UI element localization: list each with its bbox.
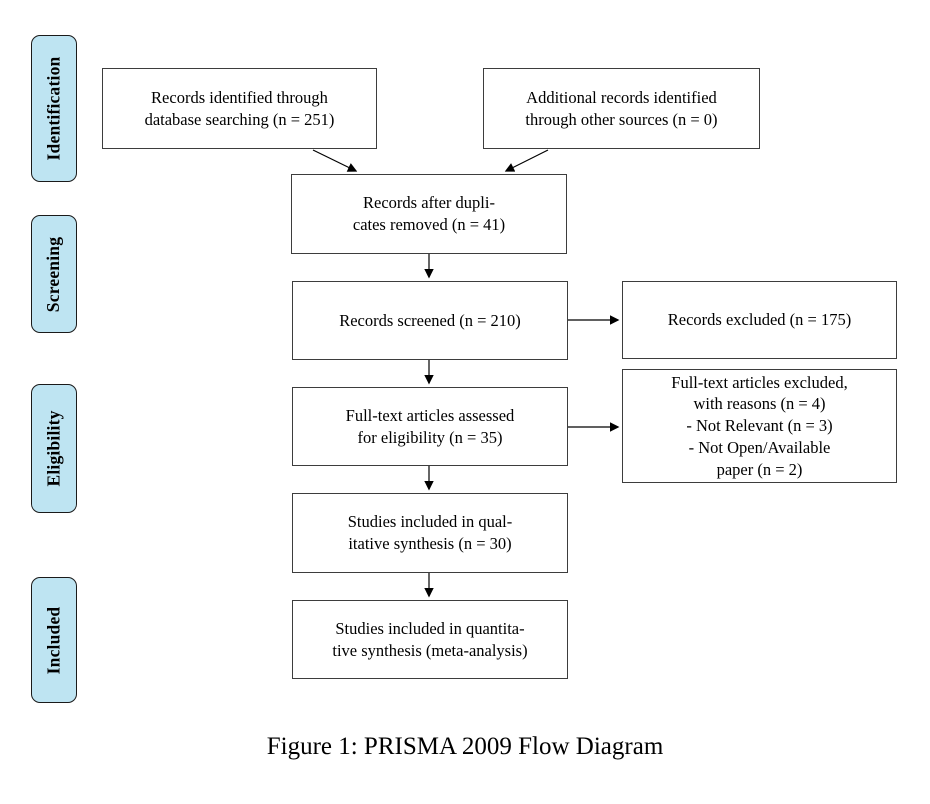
box-records-excluded-text: Records excluded (n = 175) (667, 310, 852, 330)
box-after-duplicates-text: Records after dupli- cates removed (n = … (352, 193, 506, 234)
box-fulltext-excluded: Full-text articles excluded, with reason… (622, 369, 897, 483)
box-records-screened: Records screened (n = 210) (292, 281, 568, 360)
stage-eligibility-label: Eligibility (43, 410, 64, 487)
arrow-additional-to-duplicates (504, 149, 549, 172)
box-quantitative-synthesis-text: Studies included in quantita- tive synth… (332, 618, 528, 660)
box-additional-records: Additional records identified through ot… (483, 68, 760, 149)
stage-screening: Screening (31, 215, 77, 333)
stage-identification-label: Identification (43, 56, 64, 161)
box-qualitative-synthesis-text: Studies included in qual- itative synthe… (347, 512, 513, 553)
box-records-identified: Records identified through database sear… (102, 68, 377, 149)
stage-identification: Identification (31, 35, 77, 182)
stage-eligibility: Eligibility (31, 384, 77, 513)
box-records-excluded: Records excluded (n = 175) (622, 281, 897, 359)
box-additional-records-text: Additional records identified through ot… (525, 87, 718, 129)
box-fulltext-excluded-text: Full-text articles excluded, with reason… (671, 372, 848, 479)
stage-included-label: Included (43, 606, 64, 674)
box-fulltext-assessed: Full-text articles assessed for eligibil… (292, 387, 568, 466)
stage-included: Included (31, 577, 77, 703)
arrow-identified-to-duplicates (312, 149, 358, 172)
box-fulltext-assessed-text: Full-text articles assessed for eligibil… (345, 405, 515, 447)
box-quantitative-synthesis: Studies included in quantita- tive synth… (292, 600, 568, 679)
box-after-duplicates: Records after dupli- cates removed (n = … (291, 174, 567, 254)
figure-caption: Figure 1: PRISMA 2009 Flow Diagram (266, 733, 664, 760)
stage-screening-label: Screening (43, 236, 64, 312)
box-records-screened-text: Records screened (n = 210) (339, 310, 521, 330)
box-qualitative-synthesis: Studies included in qual- itative synthe… (292, 493, 568, 573)
box-records-identified-text: Records identified through database sear… (144, 87, 335, 129)
